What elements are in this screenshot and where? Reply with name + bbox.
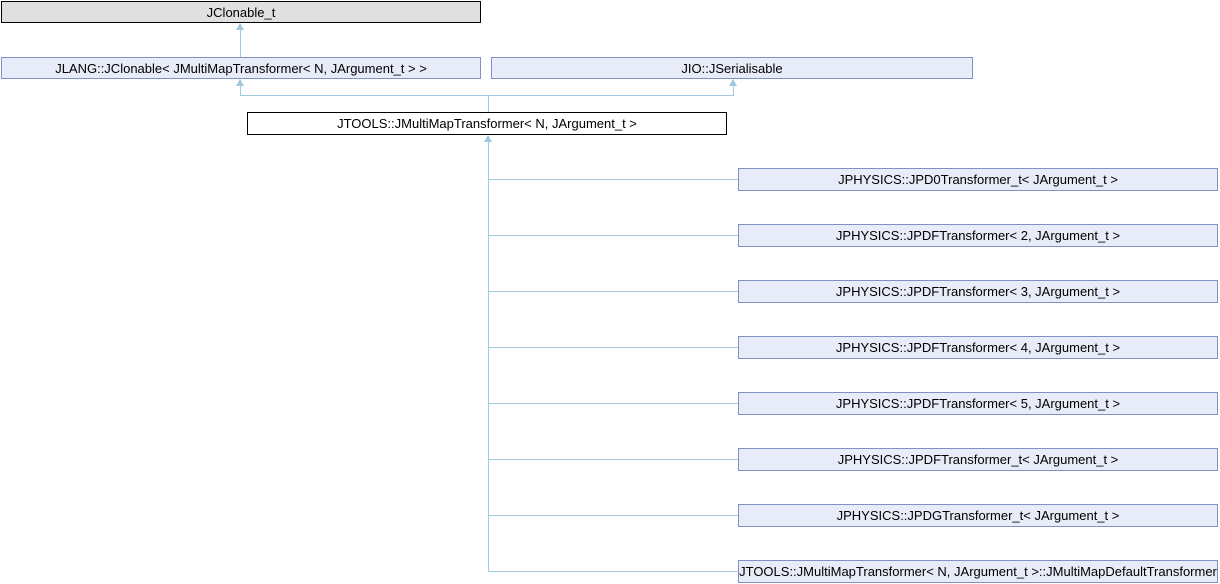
node-jphysics-jpdgtransformer-t[interactable]: JPHYSICS::JPDGTransformer_t< JArgument_t… (738, 504, 1218, 527)
node-jphysics-jpdftransformer-4[interactable]: JPHYSICS::JPDFTransformer< 4, JArgument_… (738, 336, 1218, 359)
node-jmultimapdefaulttransformer[interactable]: JTOOLS::JMultiMapTransformer< N, JArgume… (738, 560, 1218, 583)
edge-line (488, 515, 738, 516)
node-jphysics-jpdftransformer-5[interactable]: JPHYSICS::JPDFTransformer< 5, JArgument_… (738, 392, 1218, 415)
node-jclonable-t: JClonable_t (1, 1, 481, 23)
edge-line (488, 291, 738, 292)
node-jphysics-jpdftransformer-3[interactable]: JPHYSICS::JPDFTransformer< 3, JArgument_… (738, 280, 1218, 303)
edge-line (488, 347, 738, 348)
edge-line (488, 141, 489, 572)
edge-line (488, 403, 738, 404)
edge-line (488, 95, 489, 112)
edge-line (488, 179, 738, 180)
node-jphysics-jpdftransformer-2[interactable]: JPHYSICS::JPDFTransformer< 2, JArgument_… (738, 224, 1218, 247)
edge-line (240, 29, 241, 57)
node-jtools-jmultimaptransformer: JTOOLS::JMultiMapTransformer< N, JArgume… (247, 112, 727, 135)
node-jlang-jclonable[interactable]: JLANG::JClonable< JMultiMapTransformer< … (1, 57, 481, 79)
edge-line (488, 571, 738, 572)
node-jio-jserialisable[interactable]: JIO::JSerialisable (491, 57, 973, 79)
node-jphysics-jpdftransformer-t[interactable]: JPHYSICS::JPDFTransformer_t< JArgument_t… (738, 448, 1218, 471)
edge-line (733, 85, 734, 95)
edge-line (240, 95, 734, 96)
edge-line (240, 85, 241, 95)
inheritance-arrow-icon (729, 79, 737, 86)
inheritance-arrow-icon (236, 79, 244, 86)
edge-line (488, 235, 738, 236)
edge-line (488, 459, 738, 460)
inheritance-arrow-icon (484, 135, 492, 142)
inheritance-arrow-icon (236, 23, 244, 30)
node-jphysics-jpd0transformer-t[interactable]: JPHYSICS::JPD0Transformer_t< JArgument_t… (738, 168, 1218, 191)
